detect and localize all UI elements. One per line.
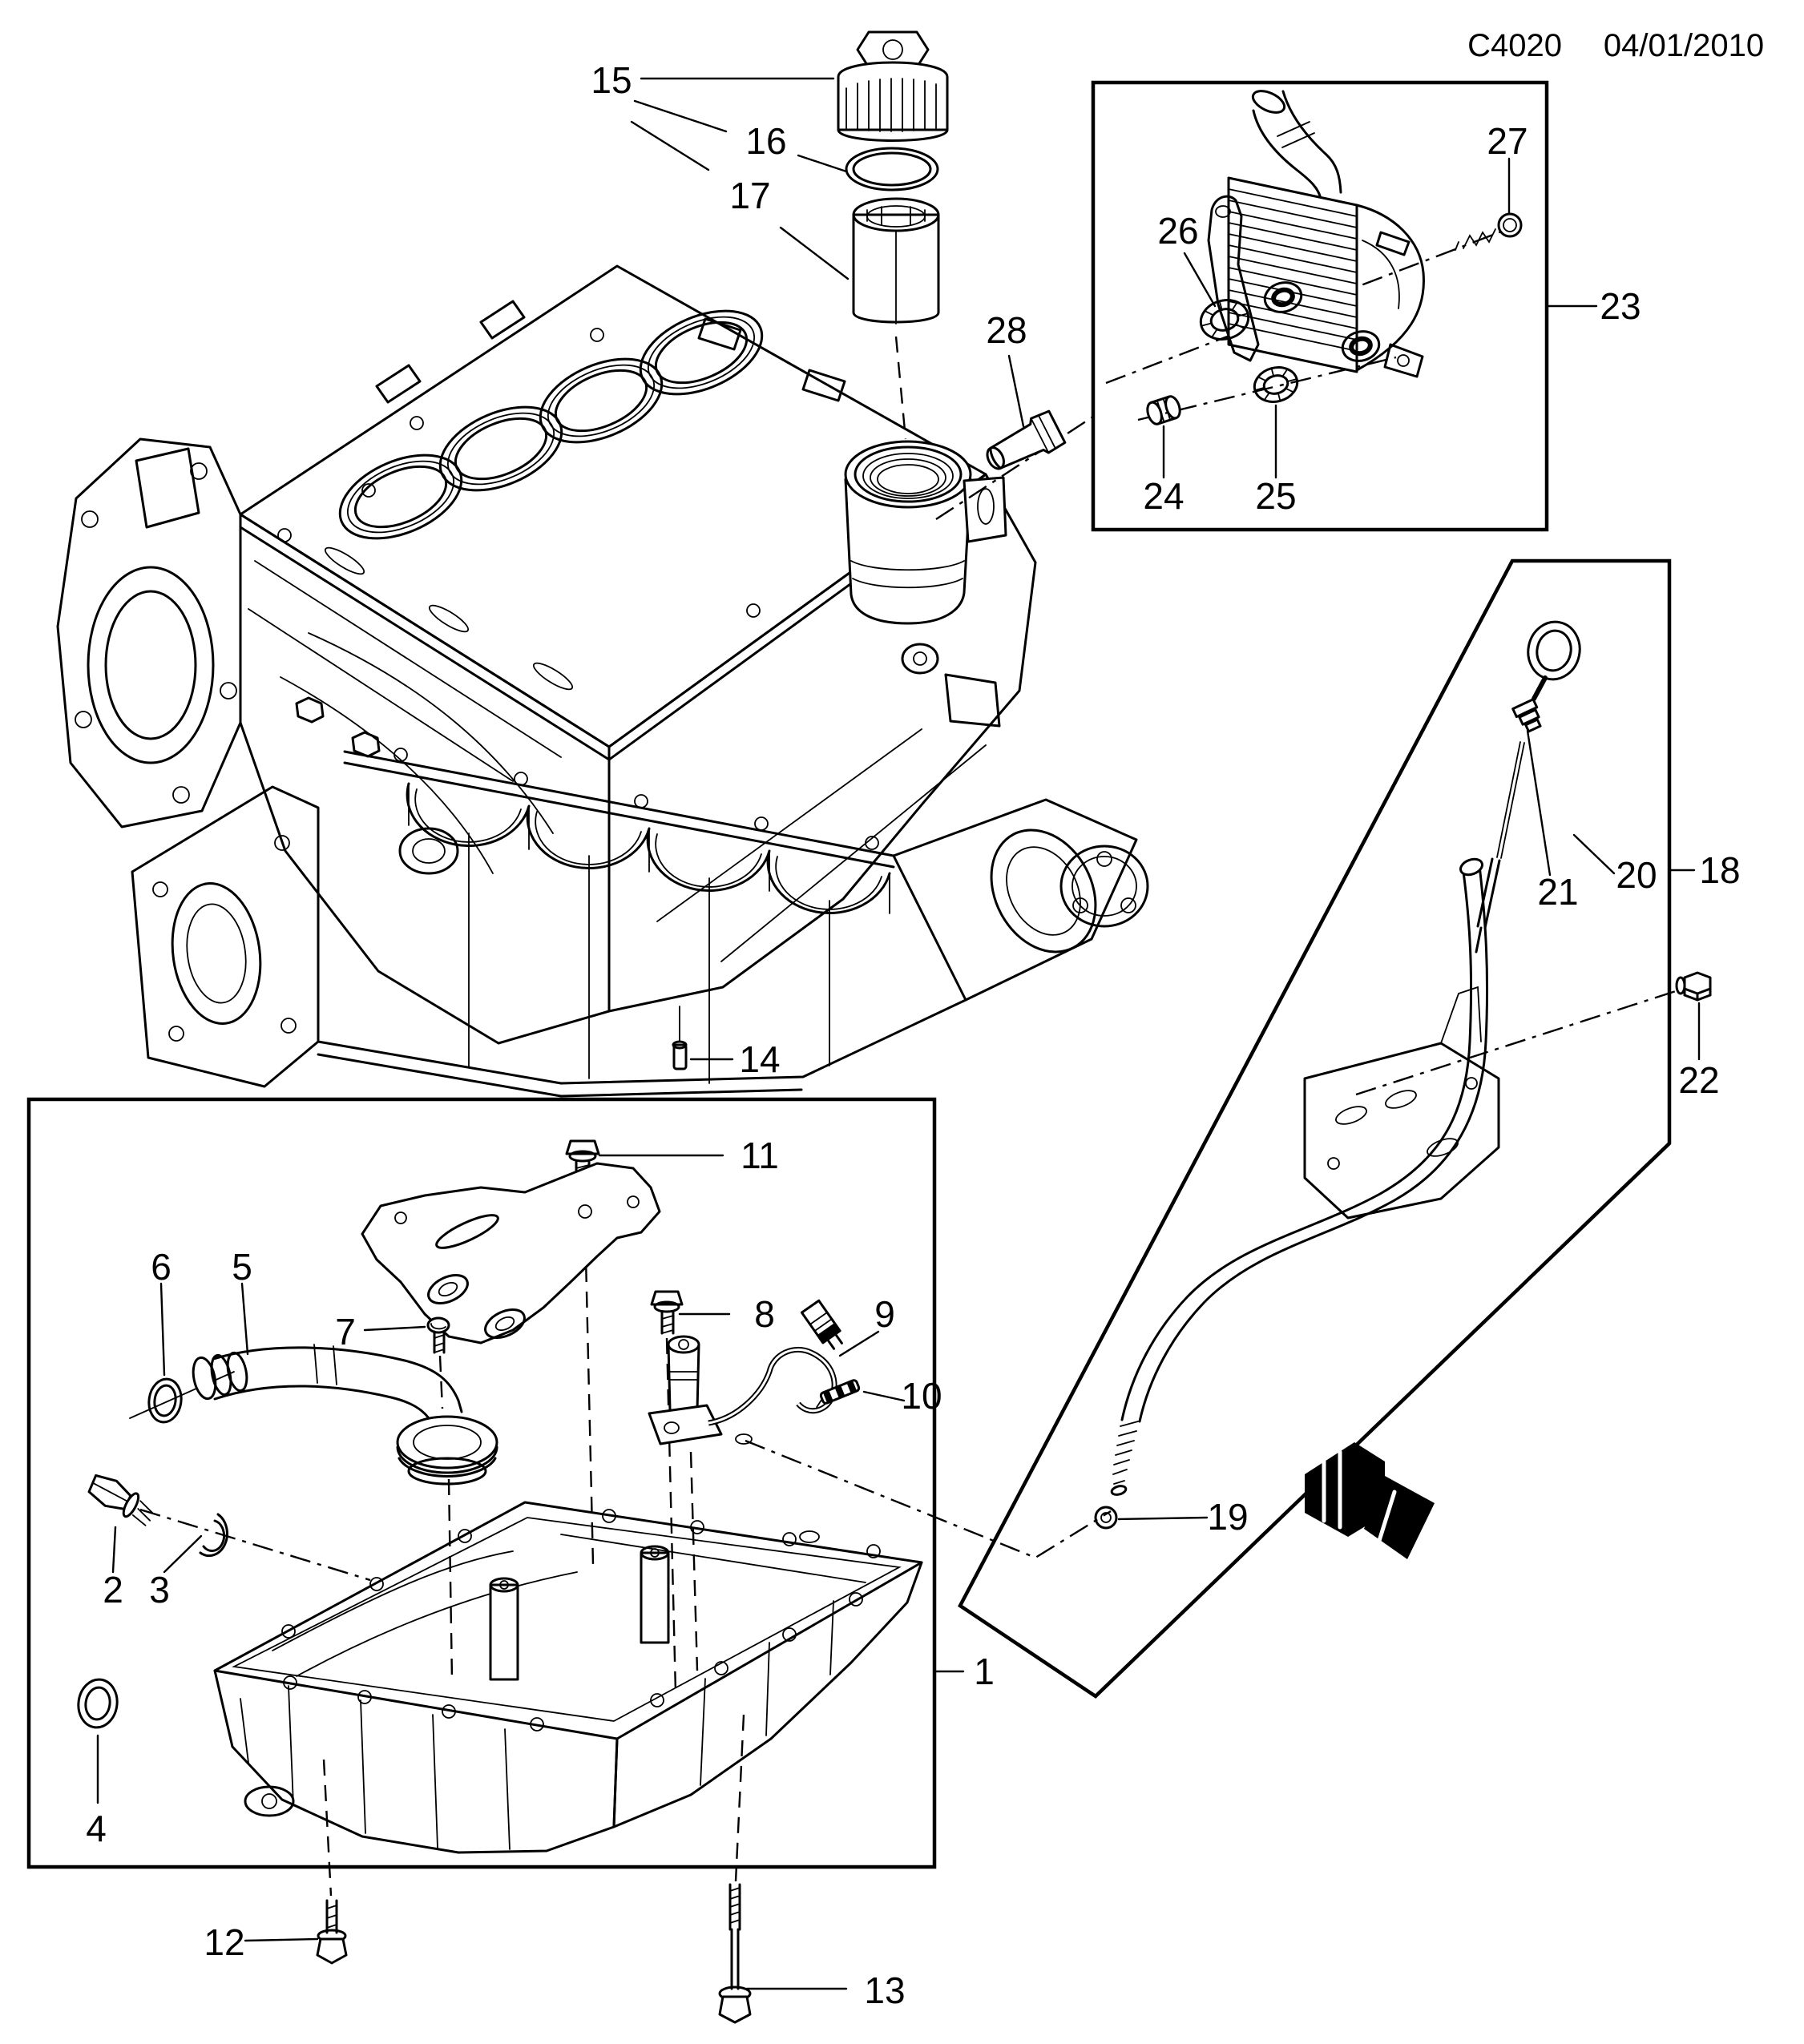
callout-9[interactable]: 9 — [874, 1293, 895, 1335]
seal-ring-26 — [1199, 299, 1250, 341]
callout-3[interactable]: 3 — [149, 1569, 170, 1611]
dipstick-frame — [958, 558, 1672, 1699]
callout-28[interactable]: 28 — [986, 309, 1027, 351]
callout-18[interactable]: 18 — [1699, 849, 1740, 891]
header: C4020 04/01/2010 — [1467, 28, 1764, 63]
tube-oring-19 — [1094, 1506, 1118, 1530]
engine-block-drawing — [56, 264, 1149, 1045]
pan-frame — [26, 1097, 937, 1869]
callout-1[interactable]: 1 — [974, 1651, 995, 1692]
oil-cooler-box — [1091, 80, 1549, 532]
callout-25[interactable]: 25 — [1255, 475, 1296, 517]
callout-11[interactable]: 11 — [741, 1135, 779, 1176]
cylinder-bores — [338, 309, 764, 540]
callout-5[interactable]: 5 — [232, 1246, 252, 1288]
washer-3 — [199, 1513, 228, 1558]
doc-code: C4020 — [1467, 28, 1562, 63]
leader-lines — [96, 77, 1701, 1990]
baffle-plate — [361, 1162, 661, 1345]
callout-15[interactable]: 15 — [591, 59, 632, 101]
doc-date: 04/01/2010 — [1604, 28, 1764, 63]
o-ring-16 — [845, 147, 939, 191]
callout-26[interactable]: 26 — [1157, 210, 1198, 252]
screw-12 — [316, 1899, 348, 1965]
screw-7 — [426, 1316, 450, 1354]
part-14-plug — [672, 1006, 688, 1070]
callout-7[interactable]: 7 — [335, 1311, 356, 1353]
callout-21[interactable]: 21 — [1537, 871, 1578, 913]
seal-ring-4 — [77, 1678, 119, 1729]
bushing-24 — [1146, 395, 1181, 425]
bedplate-drawing — [131, 748, 1138, 1098]
bolt-13 — [718, 1883, 752, 2024]
callouts: 15 16 17 27 26 23 28 24 25 21 20 18 22 1… — [86, 59, 1740, 2011]
connector-pipe-28 — [935, 409, 1094, 521]
callout-13[interactable]: 13 — [864, 1969, 905, 2011]
callout-22[interactable]: 22 — [1678, 1059, 1719, 1101]
filter-element-17 — [852, 197, 940, 325]
screw-8 — [650, 1290, 684, 1335]
dipstick-panel — [958, 558, 1712, 1699]
oil-filter-stack — [837, 30, 949, 440]
callout-23[interactable]: 23 — [1600, 285, 1641, 327]
dipstick-tube-18 — [1110, 857, 1489, 1496]
callout-14[interactable]: 14 — [739, 1038, 780, 1080]
screw-27 — [1455, 212, 1523, 251]
callout-20[interactable]: 20 — [1616, 854, 1657, 896]
callout-10[interactable]: 10 — [901, 1375, 942, 1417]
callout-8[interactable]: 8 — [754, 1293, 775, 1335]
callout-2[interactable]: 2 — [103, 1569, 123, 1611]
callout-4[interactable]: 4 — [86, 1808, 107, 1849]
oil-level-sensor-9 — [648, 1299, 843, 1445]
callout-24[interactable]: 24 — [1143, 475, 1184, 517]
oil-cooler-24unit — [1207, 90, 1425, 378]
tube-bracket — [1303, 986, 1500, 1220]
filter-cap-15 — [837, 30, 949, 142]
callout-17[interactable]: 17 — [729, 175, 770, 216]
clip-symbol — [1305, 1442, 1435, 1559]
callout-19[interactable]: 19 — [1207, 1496, 1248, 1538]
bolt-22 — [1675, 971, 1712, 1002]
drain-plug-2 — [87, 1474, 153, 1526]
dipstick-20 — [1475, 620, 1581, 953]
seal-ring-25 — [1253, 366, 1299, 403]
callout-27[interactable]: 27 — [1487, 120, 1528, 162]
oil-pan-box — [26, 1097, 1112, 2024]
pickup-pipe-5 — [192, 1344, 498, 1486]
callout-6[interactable]: 6 — [151, 1246, 172, 1288]
oil-pan-1 — [213, 1433, 923, 1854]
clip-10 — [816, 1379, 861, 1409]
cooler-frame — [1091, 80, 1549, 532]
oil-filter-housing — [844, 440, 1007, 728]
o-ring-6 — [147, 1377, 183, 1424]
callout-12[interactable]: 12 — [204, 1921, 244, 1963]
callout-16[interactable]: 16 — [745, 120, 786, 162]
